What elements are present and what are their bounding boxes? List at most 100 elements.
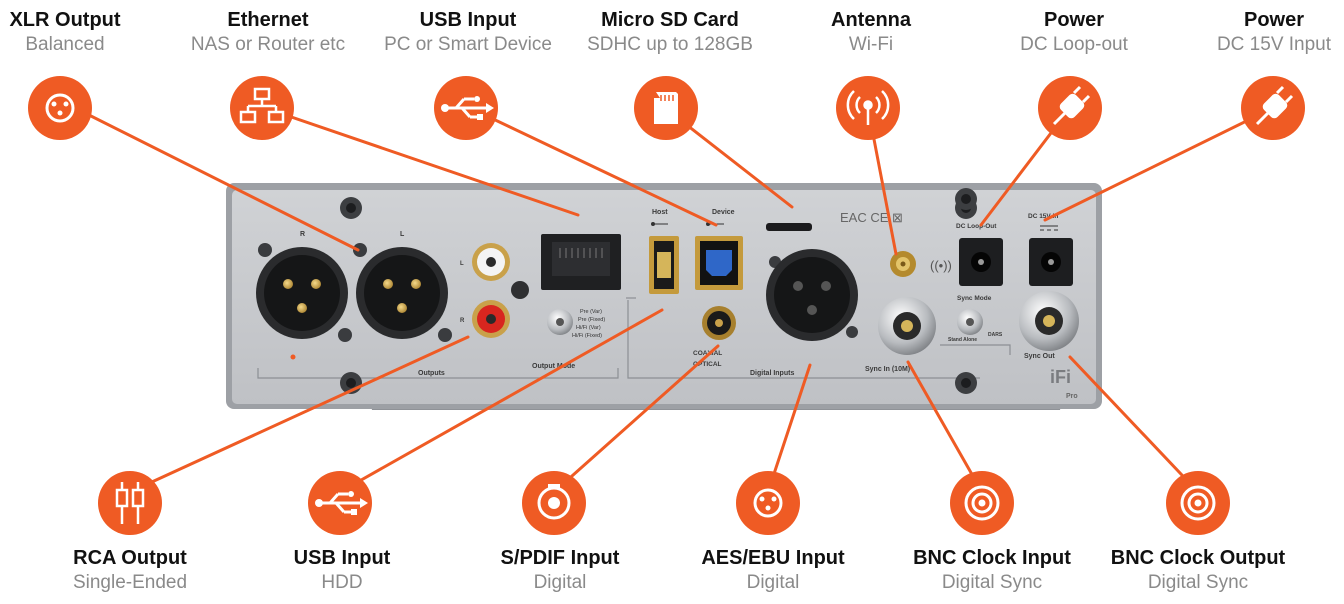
- output-mode-label: Output Mode: [532, 363, 575, 370]
- label-subtitle: NAS or Router etc: [190, 34, 346, 55]
- leader-line-power-in: [1043, 106, 1275, 222]
- usb-a-port: [649, 236, 679, 294]
- label-title: Ethernet: [227, 9, 309, 31]
- outputs-label: Outputs: [418, 370, 445, 377]
- sync-mode-label: Sync Mode: [957, 295, 992, 302]
- label-title: S/PDIF Input: [500, 547, 620, 569]
- label-title: RCA Output: [73, 547, 187, 569]
- dc-symbol-icon: [1040, 225, 1058, 231]
- mode-option: Pre (Fixed): [578, 317, 605, 323]
- label-aes-ebu-input: AES/EBU Input Digital: [701, 546, 844, 596]
- label-title: BNC Clock Input: [913, 547, 1071, 569]
- dc-loop-out-jack: [959, 238, 1003, 286]
- aes-ebu-connector: [766, 249, 858, 341]
- label-subtitle: Digital: [746, 572, 800, 593]
- antenna-icon: [846, 90, 890, 125]
- leader-line-aes: [766, 363, 812, 494]
- callout-power-loop: [1038, 76, 1102, 140]
- callout-ethernet: [230, 76, 294, 140]
- chassis: [226, 183, 1102, 410]
- bnc-sync-in-connector: [878, 297, 936, 355]
- optical-label: OPTICAL: [693, 361, 722, 368]
- leader-line-spdif: [552, 344, 720, 494]
- label-subtitle: Wi-Fi: [848, 34, 894, 55]
- callout-spdif: [522, 471, 586, 535]
- output-mode-switch: [547, 309, 573, 335]
- label-subtitle: Digital Sync: [1147, 572, 1249, 593]
- bnc-sync-out-connector: [1019, 291, 1079, 351]
- sync-option: DARS: [988, 332, 1003, 338]
- xlr-connector-icon: [45, 93, 75, 123]
- usb-b-port: [695, 236, 743, 290]
- sync-option: Stand Alone: [948, 337, 977, 343]
- label-title: USB Input: [419, 9, 517, 31]
- label-title: USB Input: [293, 547, 391, 569]
- label-subtitle: DC Loop-out: [1020, 34, 1128, 55]
- usb-icon: [446, 97, 488, 119]
- rca-cable-icon: [115, 482, 145, 524]
- callout-antenna: [836, 76, 900, 140]
- label-bnc-clock-output: BNC Clock Output Digital Sync: [1111, 546, 1285, 596]
- callout-usb-pc: [434, 76, 498, 140]
- status-dot: [290, 354, 296, 360]
- callout-rca: [98, 471, 162, 535]
- label-subtitle: Digital Sync: [941, 572, 1043, 593]
- label-usb-input-pc: USB Input PC or Smart Device: [384, 8, 552, 58]
- rca-left-jack: [472, 243, 510, 281]
- device-label: Device: [712, 209, 735, 216]
- leader-line-ethernet: [263, 106, 580, 217]
- power-plug-icon: [1052, 85, 1091, 126]
- leader-line-rca: [128, 335, 470, 494]
- mode-option: Hi/Fi (Fixed): [572, 333, 602, 339]
- sync-in-label: Sync In (10M): [865, 366, 910, 373]
- label-title: Power: [1243, 9, 1305, 31]
- coaxial-input-jack: [702, 306, 736, 340]
- dc-15v-label: DC 15V In: [1028, 213, 1058, 220]
- digital-inputs-label: Digital Inputs: [750, 370, 794, 377]
- leader-line-usb-pc: [468, 106, 718, 227]
- screw-icon: [511, 281, 529, 299]
- micro-sd-slot: [766, 223, 812, 231]
- label-title: Micro SD Card: [601, 9, 739, 31]
- callout-bnc-in: [950, 471, 1014, 535]
- sync-mode-switch: [957, 309, 983, 335]
- brand-logo: iFi: [1050, 367, 1071, 387]
- bnc-connector-icon: [1180, 485, 1216, 521]
- leader-line-usb-hdd: [338, 308, 664, 494]
- label-xlr-output: XLR Output Balanced: [9, 8, 120, 58]
- label-title: AES/EBU Input: [701, 547, 845, 569]
- xlr-left-connector: [353, 243, 452, 342]
- label-subtitle: Balanced: [25, 34, 105, 55]
- screw-icon: [340, 197, 362, 219]
- wifi-icon: ((•)): [930, 258, 952, 273]
- channel-label-l: L: [400, 231, 405, 238]
- panel-section-lines: [257, 297, 1011, 379]
- screw-icon: [955, 188, 977, 210]
- usb-icon: [320, 492, 362, 514]
- rca-output-connectors: [472, 243, 529, 338]
- xlr-right-connector: [256, 243, 352, 342]
- sync-out-label: Sync Out: [1024, 353, 1055, 360]
- label-power-loop: Power DC Loop-out: [1020, 8, 1128, 58]
- certification-marks: EAC CE ⊠: [840, 210, 903, 225]
- coaxial-icon: [537, 484, 571, 520]
- channel-label-r: R: [300, 231, 305, 238]
- label-power-input: Power DC 15V Input: [1217, 8, 1331, 58]
- label-micro-sd: Micro SD Card SDHC up to 128GB: [587, 8, 753, 58]
- label-bnc-clock-input: BNC Clock Input Digital Sync: [913, 546, 1071, 596]
- label-subtitle: DC 15V Input: [1216, 34, 1332, 55]
- label-rca-output: RCA Output Single-Ended: [73, 546, 187, 596]
- antenna-connector: [890, 251, 916, 277]
- callout-power-in: [1241, 76, 1305, 140]
- mode-option: Pre (Var): [580, 309, 602, 315]
- callout-bnc-out: [1166, 471, 1230, 535]
- xlr-connector-icon: [753, 488, 783, 518]
- network-icon: [239, 87, 285, 124]
- label-subtitle: Digital: [533, 572, 587, 593]
- label-subtitle: HDD: [321, 572, 363, 593]
- usb-symbol-icon: [651, 222, 668, 226]
- host-label: Host: [652, 209, 668, 216]
- label-subtitle: Single-Ended: [72, 572, 188, 593]
- power-plug-icon: [1255, 85, 1294, 126]
